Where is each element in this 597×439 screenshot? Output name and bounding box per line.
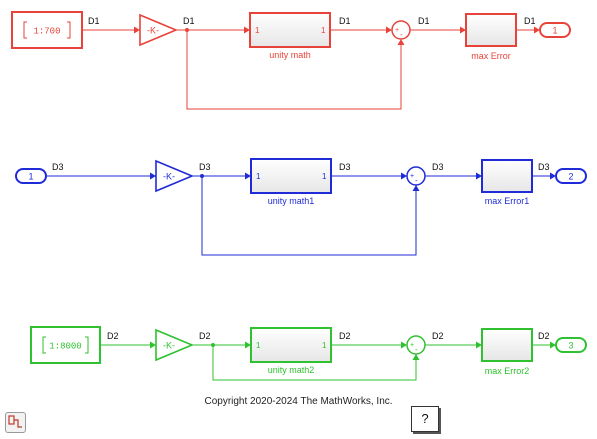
arrowhead [476, 172, 482, 180]
arrowhead [550, 341, 556, 349]
outport-block[interactable]: 2 [555, 168, 587, 184]
arrowhead [150, 341, 156, 349]
signal-label: D3 [432, 162, 444, 172]
gain-block[interactable]: -K- [155, 159, 195, 193]
sum-block[interactable]: +- [406, 335, 426, 355]
inport-number: 1 [28, 172, 33, 182]
signal-label: D3 [52, 162, 64, 172]
gain-block[interactable]: -K- [139, 13, 179, 47]
signal-label: D1 [339, 16, 351, 26]
feedback-line[interactable] [201, 176, 417, 256]
outport-block[interactable]: 1 [539, 22, 571, 38]
arrowhead [245, 172, 251, 180]
arrowhead [401, 341, 407, 349]
signal-label: D2 [538, 331, 550, 341]
subsystem-port-out: 1 [321, 26, 326, 35]
signal-label: D2 [107, 331, 119, 341]
constant-value: 1:700 [33, 27, 60, 37]
feedback-line[interactable] [186, 30, 402, 110]
outport-block[interactable]: 3 [555, 337, 587, 353]
signal-label: D1 [88, 16, 100, 26]
constant-block[interactable]: 1:700 [11, 11, 83, 49]
gain-value: -K- [163, 172, 175, 182]
signal-label: D1 [418, 16, 430, 26]
arrowhead [244, 26, 250, 34]
outport-number: 1 [552, 26, 557, 36]
arrowhead [550, 172, 556, 180]
inport-block[interactable]: 1 [15, 168, 47, 184]
arrowhead [401, 172, 407, 180]
copyright-text: Copyright 2020-2024 The MathWorks, Inc. [204, 396, 393, 407]
subsystem-port-in: 1 [256, 341, 261, 350]
subsystem-port-out: 1 [322, 172, 327, 181]
subsystem-port-out: 1 [322, 341, 327, 350]
arrowhead [386, 26, 392, 34]
signal-label: D1 [183, 16, 195, 26]
help-icon: ? [421, 411, 429, 426]
help-button[interactable]: ? [411, 406, 439, 432]
arrowhead [412, 185, 420, 191]
sum-sign-plus: + [410, 342, 414, 349]
subsystem-name[interactable]: unity math2 [268, 365, 315, 375]
outport-number: 3 [568, 341, 573, 351]
gain-value: -K- [163, 341, 175, 351]
max-error-name[interactable]: max Error2 [485, 366, 530, 376]
signal-label: D3 [199, 162, 211, 172]
max-error-block[interactable] [465, 13, 517, 47]
gain-value: -K- [147, 26, 159, 36]
arrowhead [460, 26, 466, 34]
signal-label: D2 [432, 331, 444, 341]
feedback-line[interactable] [212, 345, 417, 381]
arrowhead [150, 172, 156, 180]
subsystem-port-in: 1 [255, 26, 260, 35]
model-browser-icon [8, 415, 22, 428]
sum-block[interactable]: +- [391, 20, 411, 40]
sum-sign-minus: - [415, 176, 418, 185]
signal-label: D2 [339, 331, 351, 341]
arrowhead [412, 354, 420, 360]
arrowhead [397, 39, 405, 45]
sum-sign-minus: - [415, 345, 418, 354]
max-error-name[interactable]: max Error1 [485, 196, 530, 206]
sum-sign-plus: + [410, 173, 414, 180]
arrowhead [245, 341, 251, 349]
gain-block[interactable]: -K- [155, 328, 195, 362]
subsystem-name[interactable]: unity math1 [268, 196, 315, 206]
subsystem-port-in: 1 [256, 172, 261, 181]
sum-sign-plus: + [395, 27, 399, 34]
max-error-name[interactable]: max Error [471, 51, 511, 61]
signal-label: D3 [538, 162, 550, 172]
signal-label: D1 [524, 16, 536, 26]
max-error-block[interactable] [481, 328, 533, 362]
model-browser-button[interactable] [5, 412, 26, 433]
signal-label: D3 [339, 162, 351, 172]
outport-number: 2 [568, 172, 573, 182]
sum-block[interactable]: +- [406, 166, 426, 186]
sum-sign-minus: - [400, 30, 403, 39]
arrowhead [534, 26, 540, 34]
signal-label: D2 [199, 331, 211, 341]
arrowhead [134, 26, 140, 34]
subsystem-name[interactable]: unity math [269, 50, 311, 60]
constant-value: 1:8000 [49, 342, 81, 352]
max-error-block[interactable] [481, 159, 533, 193]
arrowhead [476, 341, 482, 349]
constant-block[interactable]: 1:8000 [30, 326, 101, 364]
